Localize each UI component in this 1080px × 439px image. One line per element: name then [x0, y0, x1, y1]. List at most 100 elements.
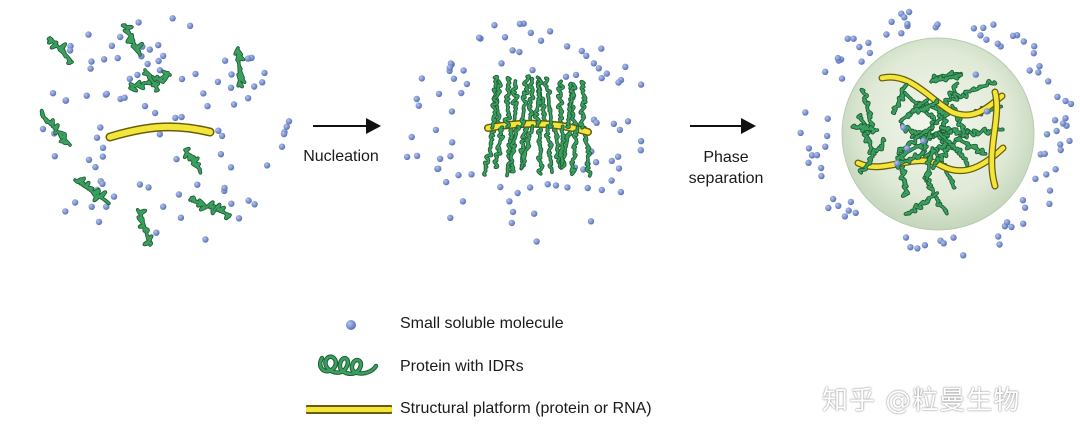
small-molecule-dot	[151, 109, 159, 117]
small-molecule-dot	[847, 198, 855, 206]
small-molecule-dot	[1057, 146, 1064, 154]
legend-platform-label: Structural platform (protein or RNA)	[400, 400, 652, 417]
small-molecule-dot	[156, 131, 163, 138]
small-molecule-dot	[283, 123, 290, 130]
small-molecule-dot	[1062, 115, 1069, 122]
small-molecule-dot	[537, 37, 545, 44]
small-molecule-dot	[1008, 223, 1015, 231]
small-molecule-dot	[175, 191, 183, 198]
small-molecule-dot	[533, 238, 540, 245]
small-molecule-dot	[894, 160, 901, 167]
panel-droplet	[797, 8, 1075, 259]
protein-coil	[483, 126, 496, 176]
small-molecule-dot	[228, 71, 235, 78]
protein-coil	[904, 192, 939, 216]
small-molecule-dot	[263, 162, 271, 169]
small-molecule-dot	[99, 153, 107, 160]
small-molecule-dot	[435, 90, 443, 98]
small-molecule-dot	[829, 195, 837, 203]
small-molecule-dot	[103, 90, 111, 98]
small-molecule-dot	[51, 153, 58, 160]
protein-coil	[74, 177, 110, 205]
protein-coil	[556, 80, 565, 128]
protein-coil	[520, 75, 531, 128]
small-molecule-cloud-1	[39, 15, 293, 243]
small-molecule-dot	[194, 181, 201, 188]
small-molecule-dot	[214, 78, 222, 86]
small-molecule-dot	[637, 81, 645, 88]
small-molecule-dot	[261, 69, 268, 77]
small-molecule-dot	[865, 39, 872, 46]
small-molecule-dot	[1032, 175, 1039, 182]
small-molecule-dot	[509, 47, 516, 54]
small-molecule-dot	[202, 236, 209, 243]
small-molecule-dot	[285, 118, 293, 125]
small-molecule-dot	[1054, 93, 1061, 101]
small-molecule-dot	[808, 152, 816, 159]
small-molecule-dot	[450, 75, 458, 82]
small-molecule-dot	[888, 18, 895, 25]
small-molecule-dot	[178, 75, 186, 83]
small-molecule-dot	[455, 171, 462, 179]
small-molecule-dot	[497, 183, 504, 191]
small-molecule-dot	[904, 145, 911, 152]
small-molecule-dot	[1052, 166, 1059, 173]
protein-coil	[570, 126, 579, 176]
small-molecule-dot	[617, 188, 625, 196]
small-molecule-dot	[921, 242, 929, 249]
legend-platform-icon	[306, 405, 392, 414]
protein-coil	[937, 131, 969, 167]
small-molecule-dot	[141, 102, 149, 110]
small-molecule-dot	[460, 67, 467, 74]
small-molecule-dot	[83, 92, 90, 99]
small-molecule-dot	[1019, 197, 1027, 204]
small-molecule-dot	[980, 24, 987, 31]
small-molecule-dot	[1067, 100, 1075, 108]
legend-protein-label: Protein with IDRs	[400, 358, 524, 375]
small-molecule-dot	[1009, 32, 1017, 39]
small-molecule-dot	[95, 218, 103, 226]
small-molecule-dot	[526, 184, 534, 191]
small-molecule-dot	[587, 218, 595, 225]
small-molecule-dot	[637, 137, 645, 145]
small-molecule-dot	[235, 215, 243, 222]
small-molecule-dot	[552, 182, 560, 189]
small-molecule-dot	[92, 163, 99, 171]
small-molecule-dot	[583, 52, 590, 59]
protein-coil	[924, 147, 936, 181]
arrow-phase-separation	[690, 118, 756, 134]
small-molecule-dot	[117, 33, 124, 41]
small-molecule-dot	[99, 144, 107, 151]
small-molecule-cloud-2	[403, 20, 645, 245]
small-molecule-dot	[108, 42, 116, 49]
small-molecule-dot	[99, 180, 106, 187]
small-molecule-dot	[501, 34, 509, 41]
small-molecule-dot	[531, 210, 538, 217]
small-molecule-dot	[825, 204, 832, 212]
small-molecule-dot	[217, 151, 225, 158]
protein-coil	[511, 80, 519, 128]
small-molecule-dot	[838, 75, 846, 82]
protein-coil	[129, 70, 171, 92]
small-molecule-dot	[637, 147, 644, 154]
protein-coil	[851, 123, 879, 134]
small-molecule-dot	[103, 203, 110, 210]
small-molecule-dot	[516, 48, 523, 56]
small-molecule-dot	[590, 60, 597, 67]
protein-coil	[543, 77, 553, 128]
small-molecule-dot	[245, 197, 252, 204]
small-molecule-dot	[415, 102, 422, 109]
protein-coil	[951, 79, 997, 101]
small-molecule-dot	[436, 155, 444, 162]
legend-protein-icon	[317, 354, 379, 377]
small-molecule-dot	[562, 73, 570, 80]
small-molecule-dot	[608, 177, 615, 184]
protein-coil	[506, 125, 521, 177]
small-molecule-dot	[447, 153, 454, 160]
small-molecule-dot	[200, 90, 207, 97]
small-molecule-dot	[1051, 117, 1059, 124]
small-molecule-dot	[563, 43, 571, 50]
small-molecule-dot	[977, 32, 984, 39]
small-molecule-dot	[850, 35, 857, 42]
small-molecule-dot	[110, 193, 118, 200]
